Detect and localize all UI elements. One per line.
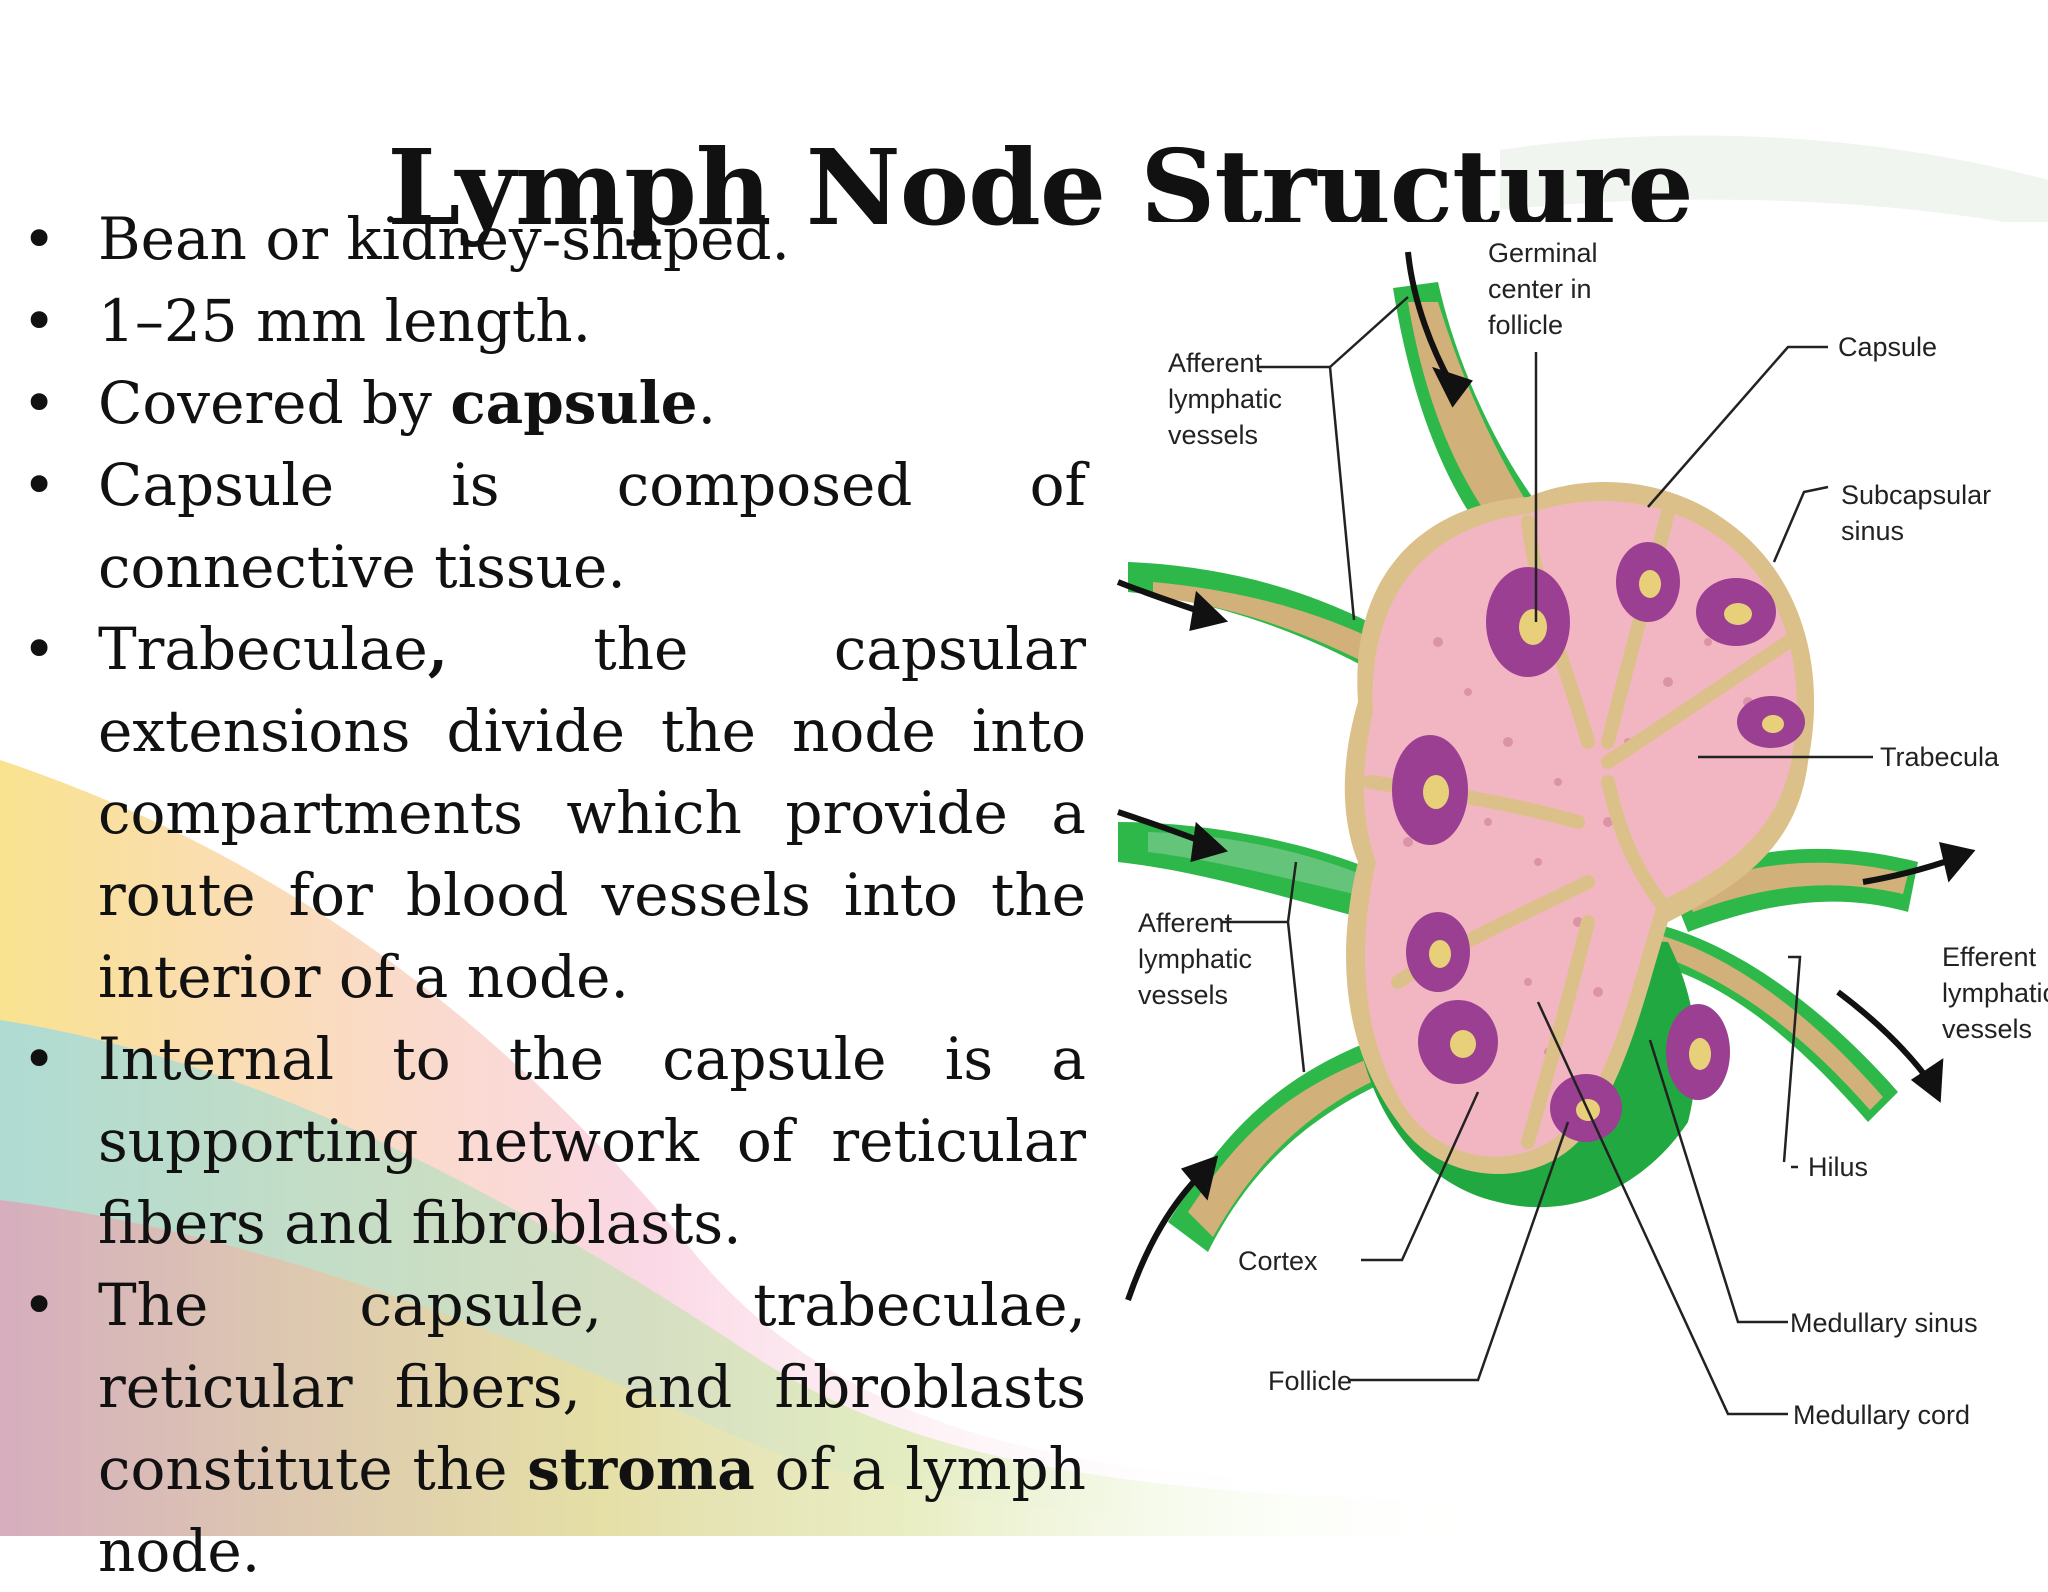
label-germinal-center-3: follicle [1488,310,1563,340]
bullet-item: • Trabeculae, the capsular extensions div… [20,608,1086,1018]
bullet-text: Trabeculae [98,615,428,683]
bullet-item: • The capsule, trabeculae, reticular fibe… [20,1264,1086,1592]
bullet-bold-text: stroma [527,1435,755,1503]
bullet-dot-icon: • [22,1271,57,1339]
bullet-item: • Internal to the capsule is a supporting… [20,1018,1086,1264]
bullet-item: • 1–25 mm length. [20,280,1086,362]
label-afferent-top-3: vessels [1168,420,1258,450]
bullet-bold-text: capsule [450,369,698,437]
flow-arrows [1116,251,1976,1301]
label-afferent-bottom-1: Afferent [1138,908,1233,938]
label-efferent-3: vessels [1942,1014,2032,1044]
label-afferent-bottom-3: vessels [1138,980,1228,1010]
label-subcapsular-sinus-1: Subcapsular [1841,480,1991,510]
bullet-text: 1–25 mm length. [98,287,592,355]
label-capsule: Capsule [1838,332,1937,362]
label-cortex: Cortex [1238,1246,1318,1276]
label-germinal-center-2: center in [1488,274,1592,304]
bullet-dot-icon: • [22,451,57,519]
bullet-text: the capsular extensions divide the node … [98,615,1086,1011]
label-medullary-cord: Medullary cord [1793,1400,1970,1430]
background-swirl [0,135,2048,1536]
bullet-dot-icon: • [22,1025,57,1093]
bullet-item: • Covered by capsule. [20,362,1086,444]
bullet-list: •Bean or kidney-shaped.•1–25 mm length.•… [20,198,1086,1592]
bullet-item: • Bean or kidney-shaped. [20,198,1086,280]
lymph-node-diagram: Germinal center in follicle Capsule Affe… [1108,222,2048,1450]
label-afferent-top-2: lymphatic [1168,384,1282,414]
bullet-text: Bean or kidney-shaped. [98,205,790,273]
bullet-dot-icon: • [22,287,57,355]
label-follicle: Follicle [1268,1366,1352,1396]
leader-lines [1221,296,1873,1416]
bullet-text: Capsule is composed of connective tissue… [98,451,1086,601]
label-trabecula: Trabecula [1880,742,2000,772]
label-subcapsular-sinus-2: sinus [1841,516,1904,546]
bullet-bold-text: , [427,615,448,683]
label-afferent-top-1: Afferent [1168,348,1263,378]
bullet-text: . [697,369,716,437]
label-hilus: Hilus [1808,1152,1868,1182]
bullet-dot-icon: • [22,205,57,273]
bullet-text: The capsule, trabeculae, reticular fiber… [98,1271,1086,1503]
label-germinal-center-1: Germinal [1488,238,1598,268]
label-efferent-2: lymphatic [1942,978,2048,1008]
bullet-text: Covered by [98,369,451,437]
bullet-item: • Capsule is composed of connective tissu… [20,444,1086,608]
bullet-text: Internal to the capsule is a supporting … [98,1025,1086,1257]
follicles [1392,542,1805,1142]
bullet-dot-icon: • [22,369,57,437]
label-medullary-sinus: Medullary sinus [1790,1308,1978,1338]
label-afferent-bottom-2: lymphatic [1138,944,1252,974]
label-efferent-1: Efferent [1942,942,2037,972]
bullet-dot-icon: • [22,615,57,683]
